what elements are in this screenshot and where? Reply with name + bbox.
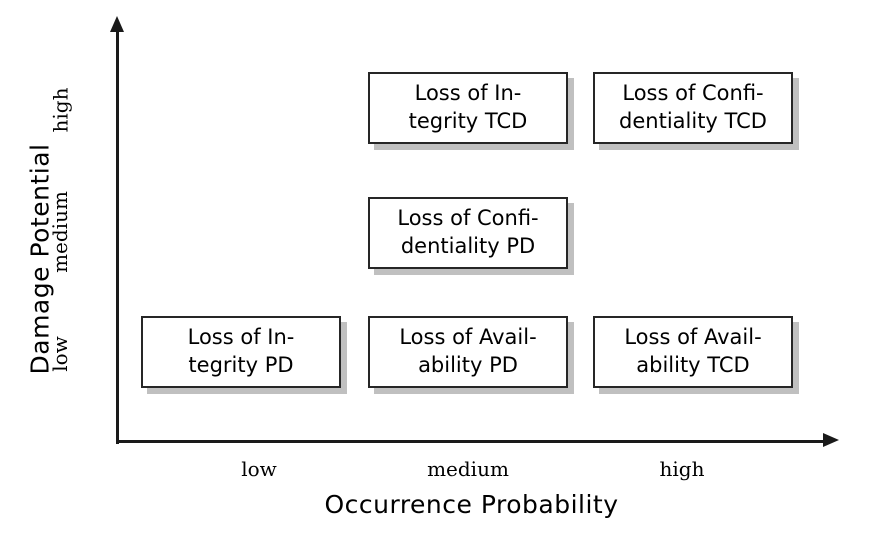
risk-cell-line1: Loss of Confi- <box>397 206 539 231</box>
risk-cell-line2: tegrity TCD <box>408 109 528 133</box>
y-axis-line <box>116 28 119 444</box>
y-axis-title: Damage Potential <box>25 143 55 375</box>
risk-cell-text: Loss of In- tegrity PD <box>188 324 295 379</box>
x-axis-tick-high: high <box>659 457 705 481</box>
y-axis-tick-high-label: high <box>48 87 72 133</box>
risk-cell-line1: Loss of In- <box>414 81 522 106</box>
y-axis-tick-medium: medium <box>0 191 120 273</box>
x-axis-tick-medium: medium <box>427 457 509 481</box>
risk-cell-text: Loss of Avail- ability PD <box>399 324 536 379</box>
risk-cell-low-low: Loss of In- tegrity PD <box>141 316 341 388</box>
risk-cell-line1: Loss of In- <box>187 325 295 350</box>
risk-cell-text: Loss of Avail- ability TCD <box>624 324 761 379</box>
y-axis-tick-high: high <box>0 88 120 133</box>
risk-cell-line2: dentiality TCD <box>619 109 767 133</box>
risk-cell-line1: Loss of Avail- <box>399 325 537 350</box>
y-axis-arrow-icon <box>110 16 124 32</box>
x-axis-arrow-icon <box>823 433 839 447</box>
risk-cell-line2: ability PD <box>418 353 518 377</box>
risk-cell-line1: Loss of Confi- <box>622 81 764 106</box>
risk-cell-high-high: Loss of Confi- dentiality TCD <box>593 72 793 144</box>
risk-cell-text: Loss of Confi- dentiality TCD <box>619 80 767 135</box>
risk-cell-line2: ability TCD <box>636 353 750 377</box>
x-axis-title: Occurrence Probability <box>324 490 619 519</box>
risk-cell-medium-low: Loss of Avail- ability PD <box>368 316 568 388</box>
risk-cell-medium-high: Loss of In- tegrity TCD <box>368 72 568 144</box>
x-axis-line <box>116 440 827 443</box>
risk-cell-line2: tegrity PD <box>188 353 294 377</box>
risk-cell-line2: dentiality PD <box>400 234 536 258</box>
risk-cell-text: Loss of In- tegrity TCD <box>409 80 528 135</box>
y-axis-tick-low: low <box>0 336 120 372</box>
risk-cell-text: Loss of Confi- dentiality PD <box>397 205 538 260</box>
risk-cell-high-low: Loss of Avail- ability TCD <box>593 316 793 388</box>
x-axis-tick-low: low <box>241 457 277 481</box>
risk-cell-medium-medium: Loss of Confi- dentiality PD <box>368 197 568 269</box>
risk-cell-line1: Loss of Avail- <box>624 325 762 350</box>
